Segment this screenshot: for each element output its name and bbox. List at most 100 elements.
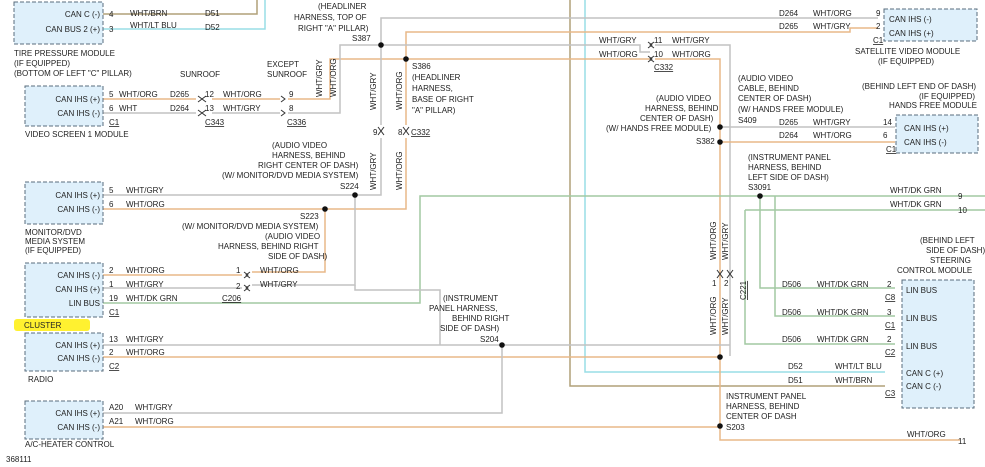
sat-connector: C1	[873, 36, 884, 45]
wire-label-wht-gry-c221b: WHT/GRY	[721, 297, 730, 335]
cluster-pin-label-1: CAN IHS (-)	[57, 271, 100, 280]
wire-vsm-plus	[103, 58, 406, 100]
c332-top-label: C332	[654, 63, 674, 72]
c206-pin-2: 2	[236, 282, 241, 291]
radio-connector: C2	[109, 362, 120, 371]
wire-label-wht-org-v2: WHT/ORG	[395, 71, 404, 110]
scm-conn-c2: C2	[885, 348, 896, 357]
s386-desc-1: (HEADLINER	[412, 73, 461, 82]
s203-desc-1: INSTRUMENT PANEL	[726, 392, 807, 401]
wire-sat-gry	[380, 17, 878, 45]
c332-mid-label: C332	[411, 128, 431, 137]
s386-desc-4: "A" PILLAR)	[412, 106, 456, 115]
dvd-title-1: MONITOR/DVD	[25, 228, 82, 237]
wire-label-wht-org-hfm: WHT/ORG	[813, 131, 852, 140]
s223-desc-4: SIDE OF DASH)	[268, 252, 327, 261]
wire-label-d264-hfm: D264	[779, 131, 799, 140]
wire-label-wht-org-v3: WHT/ORG	[395, 151, 404, 190]
wire-label-wht-dkgrn-10: WHT/DK GRN	[890, 200, 942, 209]
s382-desc-2: HARNESS, BEHIND	[645, 104, 719, 113]
scm-lin-2: LIN BUS	[906, 314, 937, 323]
hvac-module-box	[24, 400, 104, 440]
wire-label-wht-org-vsm: WHT/ORG	[119, 90, 158, 99]
s386-desc-3: BASE OF RIGHT	[412, 95, 474, 104]
s203-desc-2: HARNESS, BEHIND	[726, 402, 800, 411]
wire-s203-right	[719, 426, 960, 441]
wire-label-wht-gry-v3: WHT/GRY	[369, 152, 378, 190]
option-except-sunroof-1: EXCEPT	[267, 60, 299, 69]
splice-s382	[717, 139, 723, 145]
s382-desc-4: (W/ HANDS FREE MODULE)	[606, 124, 712, 133]
s382-desc-3: CENTER OF DASH)	[640, 114, 714, 123]
tpm-pin-label-2: CAN BUS 2 (+)	[46, 25, 101, 34]
s387-desc-2: HARNESS, TOP OF	[294, 13, 367, 22]
wire-label-wht-gry-clu: WHT/GRY	[126, 280, 164, 289]
radio-pin-num-2: 2	[109, 348, 114, 357]
wire-label-wht-org-s203: WHT/ORG	[907, 430, 946, 439]
scm-conn-c3: C3	[885, 389, 896, 398]
wire-label-wht-gry-c332b: WHT/GRY	[672, 36, 710, 45]
scm-title-3: STEERING	[930, 256, 971, 265]
s204-desc-4: SIDE OF DASH)	[440, 324, 499, 333]
wire-label-d51-scm: D51	[788, 376, 803, 385]
scm-pin-11: 11	[958, 437, 967, 446]
c221-label: C221	[739, 280, 748, 300]
hvac-pin-num-1: A20	[109, 403, 124, 412]
splice-s224	[352, 192, 358, 198]
splice-s387	[378, 42, 384, 48]
s224-desc-2: HARNESS, BEHIND	[272, 151, 346, 160]
splice-s203	[717, 423, 723, 429]
dvd-pin-label-2: CAN IHS (-)	[57, 205, 100, 214]
vsm-connector: C1	[109, 118, 120, 127]
wire-label-wht-ltblu: WHT/LT BLU	[130, 21, 177, 30]
dvd-pin-num-2: 6	[109, 200, 114, 209]
s386-id: S386	[412, 62, 431, 71]
scm-lin-1: LIN BUS	[906, 286, 937, 295]
wire-s204-up	[103, 345, 503, 414]
wire-sat-org	[405, 27, 878, 59]
scm-conn-c1: C1	[885, 321, 896, 330]
wire-label-wht-gry-c206: WHT/GRY	[260, 280, 298, 289]
tpm-pin-num-2: 3	[109, 25, 114, 34]
vsm-pin-num-1: 5	[109, 90, 114, 99]
tpm-module-box	[13, 1, 104, 45]
wire-label-d506-2: D506	[782, 308, 802, 317]
figure-id: 368111	[6, 455, 32, 464]
s382-desc-1: (AUDIO VIDEO	[656, 94, 711, 103]
scm-conn-c8: C8	[885, 293, 896, 302]
connector-c332-top-symbol	[647, 41, 655, 63]
hvac-pin-label-2: CAN IHS (-)	[57, 423, 100, 432]
sat-title-2: (IF EQUIPPED)	[878, 57, 934, 66]
cluster-module-box	[24, 262, 104, 318]
cluster-pin-label-3: LIN BUS	[69, 299, 100, 308]
s224-desc-4: (W/ MONITOR/DVD MEDIA SYSTEM)	[222, 171, 359, 180]
radio-title: RADIO	[28, 375, 53, 384]
s382-id: S382	[696, 137, 715, 146]
hfm-pin-num-2: 6	[883, 131, 888, 140]
c206-pin-1: 1	[236, 266, 241, 275]
option-sunroof: SUNROOF	[180, 70, 220, 79]
tpm-pin-label-1: CAN C (-)	[65, 10, 100, 19]
cluster-title: CLUSTER	[24, 321, 62, 330]
s3091-desc-1: (INSTRUMENT PANEL	[748, 153, 831, 162]
wire-label-d506-1: D506	[782, 280, 802, 289]
radio-module-box	[24, 332, 104, 372]
wire-label-wht-gry-v2: WHT/GRY	[369, 72, 378, 110]
connector-c336-symbol	[280, 95, 286, 117]
wire-label-wht-brn-scm: WHT/BRN	[835, 376, 873, 385]
c221-pin-2: 2	[724, 279, 729, 288]
satellite-module-box	[883, 8, 978, 42]
s224-desc-1: (AUDIO VIDEO	[272, 141, 327, 150]
scm-title-2: SIDE OF DASH)	[926, 246, 985, 255]
s203-id: S203	[726, 423, 745, 432]
wire-label-wht-dkgrn-s2: WHT/DK GRN	[817, 308, 869, 317]
wire-label-wht-gry-vsm2: WHT/GRY	[223, 104, 261, 113]
splice-s409	[717, 124, 723, 130]
wire-label-wht-gry-dvd: WHT/GRY	[126, 186, 164, 195]
tpm-pin-num-1: 4	[109, 10, 114, 19]
hfm-title-2: (IF EQUIPPED)	[919, 92, 975, 101]
wire-d51-trunk	[569, 0, 885, 387]
s223-id: S223	[300, 212, 319, 221]
wire-label-wht-org-v1: WHT/ORG	[329, 58, 338, 97]
hfm-pin-label-1: CAN IHS (+)	[904, 124, 949, 133]
